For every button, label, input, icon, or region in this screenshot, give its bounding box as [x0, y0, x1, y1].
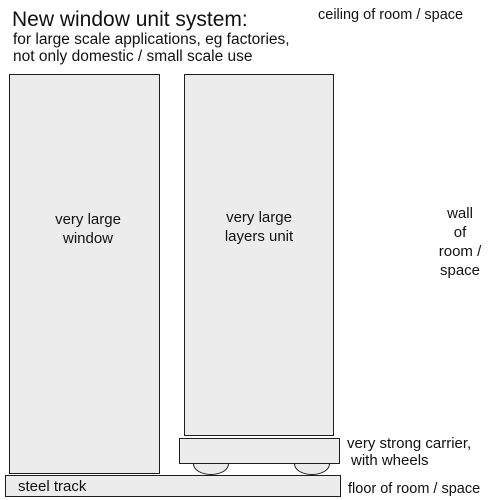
layers-unit-label: very large layers unit [212, 208, 306, 246]
carrier-platform [179, 438, 340, 464]
carrier-label: very strong carrier, with wheels [347, 435, 471, 469]
carrier-label-line-2: with wheels [351, 452, 429, 469]
window-label: very large window [39, 210, 137, 248]
layers-unit-label-line-2: layers unit [224, 228, 294, 245]
window-label-line-2: window [62, 230, 114, 247]
wall-label-line-1: wall [447, 205, 473, 222]
window-label-line-1: very large [55, 211, 121, 228]
wall-label: wall of room / space [430, 204, 490, 280]
steel-track [5, 475, 341, 497]
floor-label: floor of room / space [348, 481, 481, 497]
wall-label-line-4: space [439, 262, 481, 279]
very-large-window-panel [9, 74, 160, 474]
diagram-subtitle-line-2: not only domestic / small scale use [13, 48, 253, 65]
diagram-title: New window unit system: [12, 8, 248, 31]
carrier-label-line-1: very strong carrier, [347, 435, 472, 452]
layers-unit-panel [184, 74, 334, 436]
wall-label-line-3: room / [438, 243, 482, 260]
steel-track-label: steel track [18, 478, 87, 495]
wall-label-line-2: of [453, 224, 467, 241]
diagram-subtitle-line-1: for large scale applications, eg factori… [13, 31, 290, 48]
ceiling-label: ceiling of room / space [318, 7, 464, 23]
layers-unit-label-line-1: very large [226, 209, 292, 226]
